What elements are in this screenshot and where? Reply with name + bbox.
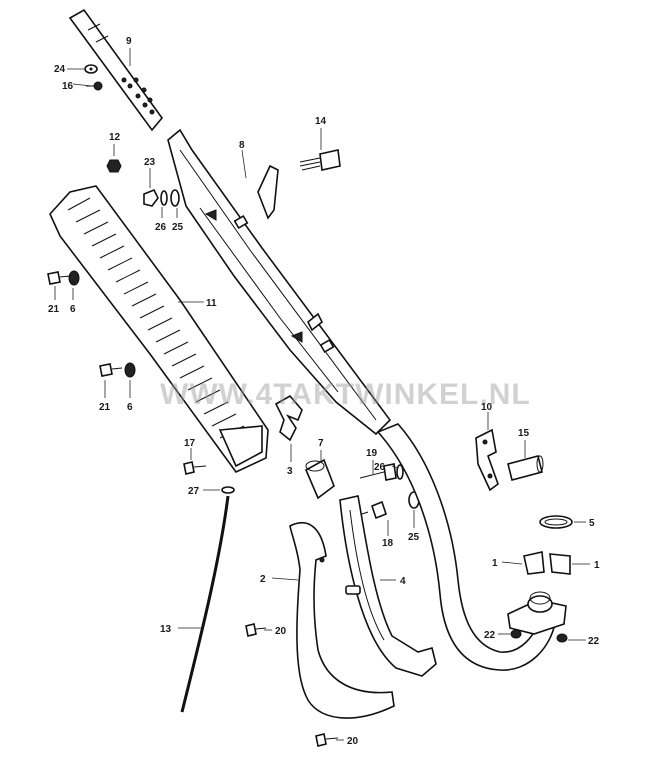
callout-18: 18 xyxy=(382,538,394,549)
lock-washer-26 xyxy=(160,190,168,206)
callout-27: 27 xyxy=(188,486,200,497)
screw-17 xyxy=(183,461,207,475)
collet-half-1a xyxy=(523,551,545,575)
callout-25-upper: 25 xyxy=(172,222,184,233)
bracket-2 xyxy=(289,521,395,719)
bolt-18 xyxy=(349,500,387,520)
callout-labels: 9 24 16 12 14 8 23 26 25 21 6 11 21 6 10… xyxy=(48,36,600,747)
callout-26-lower: 26 xyxy=(374,462,386,473)
callout-19: 19 xyxy=(366,448,378,459)
clip-27 xyxy=(221,486,235,494)
clamp-3 xyxy=(274,394,303,442)
callout-10: 10 xyxy=(481,402,493,413)
callout-4: 4 xyxy=(400,576,406,587)
callout-7: 7 xyxy=(318,438,324,449)
lock-washer-26-lower xyxy=(396,464,404,480)
callout-13: 13 xyxy=(160,624,172,635)
collet-half-1b xyxy=(549,553,571,575)
spacer-15 xyxy=(507,455,544,481)
bolt-19 xyxy=(359,463,397,481)
stud-bolt-14 xyxy=(299,149,341,171)
nut-22-left xyxy=(510,629,522,639)
screw-20-lower xyxy=(315,733,339,747)
screw-21-lower xyxy=(99,363,123,377)
callout-2: 2 xyxy=(260,574,266,585)
screw-20-upper xyxy=(245,623,267,637)
cap-nut-23 xyxy=(143,188,159,207)
bracket-10 xyxy=(475,428,499,492)
callout-20-lower: 20 xyxy=(347,736,359,747)
muffler-body xyxy=(167,128,392,436)
callout-6-upper: 6 xyxy=(70,304,76,315)
callout-20-upper: 20 xyxy=(275,626,287,637)
callout-8: 8 xyxy=(239,140,245,151)
callout-26-upper: 26 xyxy=(155,222,167,233)
callout-15: 15 xyxy=(518,428,530,439)
callout-22-right: 22 xyxy=(588,636,600,647)
callout-21-lower: 21 xyxy=(99,402,111,413)
callout-23: 23 xyxy=(144,157,156,168)
flat-washer-25 xyxy=(170,189,180,207)
callout-22-left: 22 xyxy=(484,630,496,641)
watermark: WWW.4TAKTWINKEL.NL xyxy=(160,378,531,411)
tailpipe-insert xyxy=(68,8,164,132)
heat-shield xyxy=(49,185,269,474)
callout-24: 24 xyxy=(54,64,66,75)
callout-1-left: 1 xyxy=(492,558,498,569)
callout-25-lower: 25 xyxy=(408,532,420,543)
callout-14: 14 xyxy=(315,116,327,127)
callout-12: 12 xyxy=(109,132,121,143)
collar-7 xyxy=(304,458,335,500)
callout-3: 3 xyxy=(287,466,293,477)
washer-24 xyxy=(84,64,98,74)
callout-9: 9 xyxy=(126,36,132,47)
callout-11: 11 xyxy=(206,298,217,309)
pipe-protector-4 xyxy=(339,495,437,677)
screw-21-upper xyxy=(47,271,71,285)
callout-17: 17 xyxy=(184,438,196,449)
exhaust-flange xyxy=(507,591,567,635)
callout-5: 5 xyxy=(589,518,595,529)
nut-12 xyxy=(106,159,122,173)
callout-6-lower: 6 xyxy=(127,402,133,413)
callout-21-upper: 21 xyxy=(48,304,60,315)
grommet-6-upper xyxy=(68,270,80,286)
grommet-6-lower xyxy=(124,362,136,378)
callout-16: 16 xyxy=(62,81,74,92)
callout-1-right: 1 xyxy=(594,560,600,571)
drain-tube-13 xyxy=(180,495,230,713)
nut-22-right xyxy=(556,633,568,643)
joint-ring-5 xyxy=(539,515,573,529)
